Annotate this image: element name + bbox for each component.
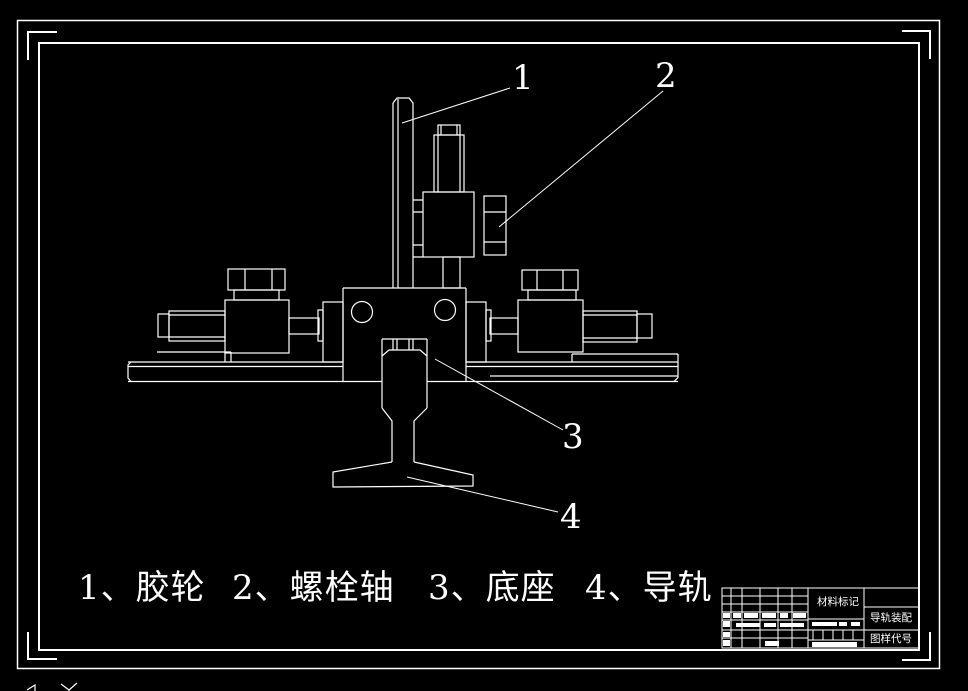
clamp-block-left xyxy=(224,299,290,354)
part-bolt-shaft xyxy=(413,124,507,289)
leader-line-1 xyxy=(401,87,511,124)
callout-label-4: 4 xyxy=(560,497,582,537)
callout-label-1: 1 xyxy=(512,58,534,98)
title-block-grid xyxy=(721,587,920,649)
outer-border xyxy=(16,19,941,670)
bolt-hole-right xyxy=(433,298,457,322)
inner-border xyxy=(38,42,920,651)
bolt-nut xyxy=(483,195,507,256)
side-plate-right xyxy=(465,301,487,363)
bolt-hole-left xyxy=(350,300,374,324)
title-block-drawing-name: 导轨装配 xyxy=(870,612,912,624)
washer-right xyxy=(527,289,577,301)
corner-mark-top-right xyxy=(902,30,931,59)
corner-mark-bottom-left xyxy=(27,632,57,660)
shaft-end-cap-right xyxy=(636,313,653,339)
corner-mark-top-left xyxy=(27,31,57,60)
washer-left xyxy=(233,289,280,301)
stem-right xyxy=(489,317,519,335)
rail-foot xyxy=(332,461,474,488)
bolt-stem xyxy=(442,256,461,289)
stem-left xyxy=(288,317,320,335)
callout-label-3: 3 xyxy=(562,417,584,457)
leader-line-4 xyxy=(406,476,559,513)
base-plate xyxy=(127,351,679,383)
right-bolt-assembly xyxy=(465,269,653,363)
title-block-text-marks xyxy=(723,613,860,647)
legend-item-2: 2、螺栓轴 xyxy=(232,568,395,608)
bolt-body-block xyxy=(422,191,475,258)
rail-head-top xyxy=(381,349,428,357)
title-block-code-label: 图样代号 xyxy=(870,633,912,645)
callout-label-2: 2 xyxy=(655,56,677,96)
title-block-material-label: 材料标记 xyxy=(817,596,859,608)
ucs-axis-icon xyxy=(26,682,78,691)
border-frame xyxy=(16,19,941,670)
rail-cutout xyxy=(381,338,428,408)
shaft-end-cap-left xyxy=(157,313,170,338)
part-base-block xyxy=(342,287,467,408)
hex-head-right xyxy=(521,269,579,291)
corner-mark-bottom-right xyxy=(902,632,931,661)
part-guide-rail xyxy=(332,349,474,488)
leader-line-2 xyxy=(498,90,664,228)
shaft-right xyxy=(582,310,638,343)
bolt-side-tabs xyxy=(413,199,423,258)
clamp-block-right xyxy=(517,299,584,353)
side-plate-left xyxy=(322,301,344,363)
part-rubber-wheel xyxy=(392,97,414,350)
left-bolt-assembly xyxy=(157,268,344,363)
leader-line-3 xyxy=(434,358,564,431)
hex-head-left xyxy=(227,268,286,291)
legend-item-3: 3、底座 xyxy=(428,568,556,608)
legend-item-4: 4、导轨 xyxy=(585,568,713,608)
legend-item-1: 1、胶轮 xyxy=(78,568,206,608)
